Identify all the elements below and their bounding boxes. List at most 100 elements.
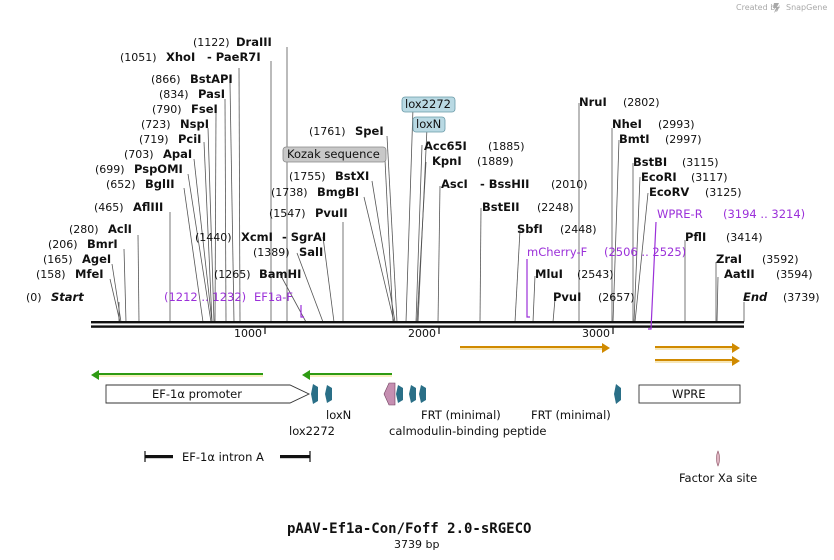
enzyme-xcmi[interactable]: XcmI <box>241 230 273 244</box>
enzyme-bstxi[interactable]: BstXI <box>335 169 369 183</box>
enzyme-pos: (866) <box>151 73 181 86</box>
primer-mcherry-f[interactable]: mCherry-F (2506 .. 2525) <box>526 245 686 318</box>
end-pos: (3739) <box>783 291 820 304</box>
enzyme-xhoi[interactable]: XhoI <box>166 50 195 64</box>
primer-range: (3194 .. 3214) <box>723 207 805 221</box>
orf-arrow-1 <box>460 343 610 353</box>
enzyme-pos: (1051) <box>120 51 157 64</box>
enzyme-pos: (1885) <box>488 140 525 153</box>
enzyme-pcii[interactable]: PciI <box>178 132 201 146</box>
enzyme-pos: (1547) <box>269 207 306 220</box>
enzyme-pfli[interactable]: PflI <box>685 230 706 244</box>
credit-prefix: Created by <box>736 3 780 12</box>
enzyme-afliii[interactable]: AflIII <box>133 200 163 214</box>
enzyme-spei[interactable]: SpeI <box>355 124 384 138</box>
enzyme-pos: (2657) <box>598 291 635 304</box>
enzyme-mlui[interactable]: MluI <box>535 267 563 281</box>
enzyme-bamhi[interactable]: BamHI <box>259 267 301 281</box>
enzyme-pos: (834) <box>159 88 189 101</box>
enzyme-pos: (1389) <box>253 246 290 259</box>
frt-minimal-label-1: FRT (minimal) <box>421 408 501 422</box>
enzyme-pos: (2448) <box>560 223 597 236</box>
enzyme-pos: (699) <box>95 163 125 176</box>
enzyme-paer7i[interactable]: - PaeR7I <box>207 50 261 64</box>
enzyme-bsteii[interactable]: BstEII <box>482 200 520 214</box>
callout-kozak[interactable]: Kozak sequence <box>282 146 387 163</box>
feature-ef1a-intron[interactable]: EF-1α intron A <box>144 450 311 464</box>
enzyme-zrai[interactable]: ZraI <box>716 252 742 266</box>
enzyme-sgrai[interactable]: - SgrAI <box>282 230 326 244</box>
feature-lox-sites[interactable] <box>311 384 621 404</box>
enzyme-fsei[interactable]: FseI <box>191 102 218 116</box>
enzyme-sali[interactable]: SalI <box>299 245 323 259</box>
enzyme-bglii[interactable]: BglII <box>145 177 175 191</box>
orf-arrow-2 <box>655 343 740 353</box>
ruler-tick-2000: 2000 <box>408 327 436 340</box>
enzyme-pos: (652) <box>106 178 136 191</box>
enzyme-pos: (1889) <box>477 155 514 168</box>
callout-lox2272[interactable]: lox2272 <box>401 96 456 113</box>
feature-calmodulin-peptide[interactable] <box>383 382 396 406</box>
enzyme-bstbi[interactable]: BstBI <box>633 155 667 169</box>
primer-name: mCherry-F <box>527 245 587 259</box>
enzyme-apai[interactable]: ApaI <box>163 147 192 161</box>
enzyme-bsshii[interactable]: - BssHII <box>480 177 529 191</box>
feature-factor-xa[interactable]: Factor Xa site <box>679 450 757 485</box>
enzyme-agei[interactable]: AgeI <box>82 252 111 266</box>
enzyme-nspi[interactable]: NspI <box>180 117 209 131</box>
enzyme-pos: (206) <box>48 238 78 251</box>
enzyme-bmti[interactable]: BmtI <box>619 132 650 146</box>
kozak-label: Kozak sequence <box>287 147 380 161</box>
enzyme-bmri[interactable]: BmrI <box>87 237 118 251</box>
ruler: 1000 2000 3000 <box>234 327 614 340</box>
plasmid-title: pAAV-Ef1a-Con/Foff 2.0-sRGECO <box>287 521 531 537</box>
enzyme-nhei[interactable]: NheI <box>612 117 642 131</box>
enzyme-pvui[interactable]: PvuI <box>553 290 581 304</box>
enzyme-pos: (3594) <box>776 268 813 281</box>
enzyme-draiii[interactable]: DraIII <box>236 35 272 49</box>
promoter-arrow-left-1 <box>91 370 263 380</box>
enzyme-bmgbi[interactable]: BmgBI <box>317 185 359 199</box>
enzyme-pvuii[interactable]: PvuII <box>315 206 348 220</box>
enzyme-pos: (723) <box>141 118 171 131</box>
callout-loxn[interactable]: loxN <box>412 116 446 133</box>
enzyme-pos: (3117) <box>691 171 728 184</box>
enzyme-sbfi[interactable]: SbfI <box>517 222 543 236</box>
primer-range: (1212 .. 1232) <box>164 290 246 304</box>
enzyme-aatii[interactable]: AatII <box>724 267 755 281</box>
primer-name: WPRE-R <box>657 207 703 221</box>
enzyme-acc65i[interactable]: Acc65I <box>424 139 467 153</box>
enzyme-nrui[interactable]: NruI <box>579 95 607 109</box>
enzyme-pspomi[interactable]: PspOMI <box>134 162 183 176</box>
enzyme-pos: (165) <box>43 253 73 266</box>
enzyme-pos: (465) <box>94 201 124 214</box>
enzyme-pos: (3592) <box>762 253 799 266</box>
enzyme-bstapi[interactable]: BstAPI <box>190 72 233 86</box>
enzyme-ecorv[interactable]: EcoRV <box>649 185 689 199</box>
ef1a-promoter-label: EF-1α promoter <box>152 387 242 401</box>
enzyme-leader-lines <box>109 47 745 323</box>
loxn-feature-label: loxN <box>326 408 351 422</box>
enzyme-pasi[interactable]: PasI <box>198 87 225 101</box>
lox2272-feature-label: lox2272 <box>289 424 335 438</box>
enzyme-pos: (3414) <box>726 231 763 244</box>
ruler-tick-3000: 3000 <box>582 327 610 340</box>
enzyme-pos: (1755) <box>289 170 326 183</box>
enzyme-pos: (2993) <box>658 118 695 131</box>
enzyme-pos: (3115) <box>682 156 719 169</box>
enzyme-mfei[interactable]: MfeI <box>75 267 104 281</box>
frt-minimal-label-2: FRT (minimal) <box>531 408 611 422</box>
promoter-arrow-left-2 <box>302 370 392 380</box>
enzyme-acli[interactable]: AclI <box>108 222 132 236</box>
primer-ef1a-f[interactable]: (1212 .. 1232) EF1a-F <box>164 290 304 318</box>
end-label: End <box>743 290 768 304</box>
enzyme-asci[interactable]: AscI <box>441 177 468 191</box>
primer-wpre-r[interactable]: WPRE-R (3194 .. 3214) <box>648 207 805 330</box>
enzyme-ecori[interactable]: EcoRI <box>641 170 677 184</box>
enzyme-pos: (1738) <box>271 186 308 199</box>
feature-wpre[interactable]: WPRE <box>638 384 741 404</box>
enzyme-pos: (703) <box>124 148 154 161</box>
feature-ef1a-promoter[interactable]: EF-1α promoter <box>105 384 311 404</box>
enzyme-kpni[interactable]: KpnI <box>432 154 462 168</box>
